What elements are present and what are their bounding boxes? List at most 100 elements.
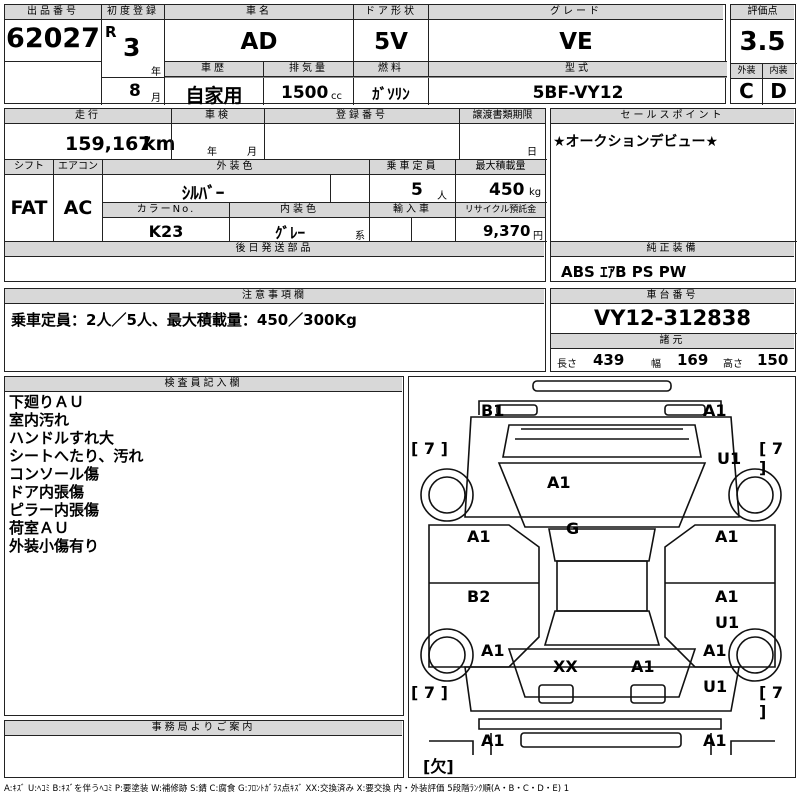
car-outline-diagram: [420, 380, 782, 755]
door-label: ドア形状: [354, 5, 428, 20]
sales-point-panel: セールスポイント ★オークションデビュー★ 純正装備 ABS ｴｱB PS PW: [550, 108, 797, 282]
import-label: 輸入車: [370, 203, 455, 218]
first-reg-label: 初度登録: [102, 5, 164, 20]
grade-label: グレード: [429, 5, 723, 20]
sales-point: ★オークションデビュー★: [553, 134, 719, 150]
chassis-number: VY12-312838: [593, 306, 752, 330]
history: 自家用: [185, 85, 243, 107]
model-code: 5BF-VY12: [532, 83, 624, 103]
displacement: 1500: [281, 83, 329, 103]
tire-mark: [ 7 ]: [411, 683, 448, 702]
chassis-label: 車台番号: [551, 289, 794, 304]
displacement-unit: cc: [331, 91, 342, 102]
later-parts-label: 後日発送部品: [5, 242, 544, 257]
length-value: 439: [593, 351, 625, 369]
exhibit-no-label: 出品番号: [5, 5, 101, 20]
inspection-month-unit: 月: [247, 147, 257, 158]
equipment-label: 純正装備: [551, 242, 794, 257]
exterior-color-label: 外装色: [103, 160, 369, 175]
caution-panel: 注意事項欄 乗車定員：2人／5人、最大積載量：450／300Kg: [4, 288, 546, 372]
door-type: 5V: [374, 29, 408, 55]
damage-mark: XX: [553, 657, 578, 676]
spare-tire-mark: [欠]: [423, 757, 454, 776]
width-label: 幅: [651, 359, 661, 370]
interior-color-unit: 系: [355, 231, 365, 242]
recycle-unit: 円: [533, 231, 543, 242]
displacement-label: 排気量: [264, 62, 353, 77]
capacity-label: 乗車定員: [370, 160, 455, 175]
inspector-item: ハンドルすれ大: [9, 429, 115, 447]
ac-label: エアコン: [54, 160, 102, 175]
header-panel: 出品番号 62027 初度登録 R 3 年 8 月 車名 AD ドア形状 5V …: [4, 4, 727, 107]
damage-mark: U1: [715, 613, 740, 632]
recycle-fee: 9,370: [483, 222, 531, 240]
exterior-grade: C: [739, 79, 754, 103]
inspector-item: ピラー内張傷: [9, 501, 100, 519]
transfer-unit: 日: [527, 147, 537, 158]
tire-mark: [ 7 ]: [759, 439, 784, 477]
damage-mark: A1: [467, 527, 491, 546]
interior-grade-label: 内装: [763, 64, 794, 79]
first-reg-month: 8: [129, 81, 141, 101]
fuel: ｶﾞｿﾘﾝ: [372, 85, 410, 103]
inspector-label: 検査員記入欄: [5, 377, 402, 392]
mileage-unit: km: [143, 133, 176, 155]
grade: VE: [559, 29, 593, 55]
damage-mark: A1: [703, 641, 727, 660]
tire-mark: [ 7 ]: [759, 683, 784, 721]
history-label: 車歴: [165, 62, 263, 77]
spec-label: 諸元: [551, 334, 794, 349]
inspector-item: コンソール傷: [9, 465, 100, 483]
month-unit: 月: [151, 93, 161, 104]
office-panel: 事務局よりご案内: [4, 720, 404, 778]
exterior-grade-label: 外装: [731, 64, 762, 79]
equipment: ABS ｴｱB PS PW: [561, 263, 687, 281]
inspector-item: 外装小傷有り: [9, 537, 100, 555]
damage-mark: B2: [467, 587, 491, 606]
exterior-color: ｼﾙﾊﾞｰ: [181, 184, 225, 204]
damage-mark: A1: [547, 473, 571, 492]
inspector-panel: 検査員記入欄 下廻りＡＵ 室内汚れ ハンドルすれ大 シートへたり、汚れ コンソー…: [4, 376, 404, 716]
score-panel: 評価点 3.5 外装 内装 C D: [730, 4, 797, 105]
office-label: 事務局よりご案内: [5, 721, 402, 736]
damage-mark: A1: [715, 527, 739, 546]
interior-color: ｸﾞﾚｰ: [274, 224, 305, 242]
year-unit: 年: [151, 67, 161, 78]
first-reg-year: 3: [123, 33, 141, 62]
legend-text: A:ｷｽﾞ U:ﾍｺﾐ B:ｷｽﾞを伴うﾍｺﾐ P:要塗装 W:補修跡 S:錆 …: [4, 784, 570, 794]
caution-label: 注意事項欄: [5, 289, 544, 304]
registration-label: 登録番号: [265, 109, 459, 124]
damage-mark: A1: [703, 401, 727, 420]
shift-label: シフト: [5, 160, 53, 175]
inspector-item: 荷室ＡＵ: [9, 519, 70, 537]
color-no: K23: [148, 222, 184, 241]
mileage-label: 走行: [5, 109, 171, 124]
mileage: 159,167: [65, 133, 152, 155]
damage-mark: U1: [703, 677, 728, 696]
damage-mark: G: [566, 519, 580, 538]
damage-mark: A1: [703, 731, 727, 750]
height-label: 高さ: [723, 359, 743, 370]
damage-mark: A1: [481, 731, 505, 750]
inspection-year-unit: 年: [207, 147, 217, 158]
inspector-item: 室内汚れ: [9, 411, 70, 429]
transfer-label: 譲渡書類期限: [460, 109, 545, 124]
inspector-list: 下廻りＡＵ 室内汚れ ハンドルすれ大 シートへたり、汚れ コンソール傷 ドア内張…: [9, 393, 143, 555]
load-unit: kg: [529, 187, 542, 198]
recycle-label: リサイクル預託金: [456, 203, 545, 218]
width-value: 169: [677, 351, 709, 369]
capacity-unit: 人: [437, 191, 447, 202]
length-label: 長さ: [557, 359, 577, 370]
inspector-item: ドア内張傷: [9, 483, 85, 501]
color-no-label: カラーNo.: [103, 203, 229, 218]
details-panel: 走行 159,167 km 車検 年 月 登録番号 譲渡書類期限 日 シフト F…: [4, 108, 547, 282]
fuel-label: 燃料: [354, 62, 428, 77]
height-value: 150: [757, 351, 789, 369]
chassis-panel: 車台番号 VY12-312838 諸元 長さ 439 幅 169 高さ 150: [550, 288, 797, 372]
inspector-item: 下廻りＡＵ: [9, 393, 85, 411]
damage-mark: A1: [481, 641, 505, 660]
shift: FAT: [10, 197, 48, 219]
inspection-label: 車検: [172, 109, 264, 124]
damage-diagram: B1 A1 U1 A1 G A1 A1 B2 A1 U1 A1 A1 XX A1…: [408, 376, 796, 778]
interior-color-label: 内装色: [230, 203, 369, 218]
